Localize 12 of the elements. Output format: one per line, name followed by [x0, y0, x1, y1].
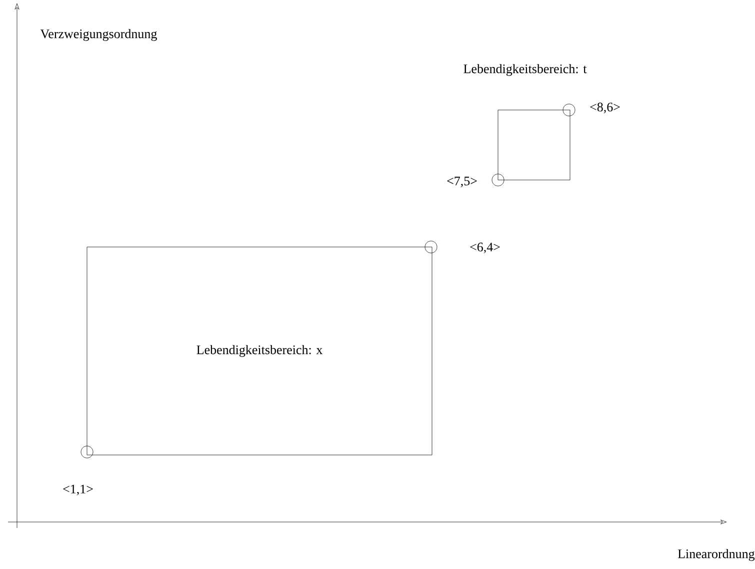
range-box: Lebendigkeitsbereich: x: [86, 246, 432, 456]
axis-label: Verzweigungsordnung: [40, 29, 157, 41]
coordinate-label: <8,6>: [590, 102, 620, 114]
coordinate-label: <7,5>: [447, 176, 477, 188]
point-marker: [80, 446, 94, 458]
point-marker: [492, 174, 504, 186]
point-marker: [562, 104, 576, 116]
node-label: Lebendigkeitsbereich: t: [464, 64, 587, 76]
coordinate-label: <6,4>: [470, 242, 500, 254]
axis-label: Linearordnung: [678, 549, 755, 561]
coordinate-label: <1,1>: [63, 484, 93, 496]
point-marker: [424, 240, 438, 254]
